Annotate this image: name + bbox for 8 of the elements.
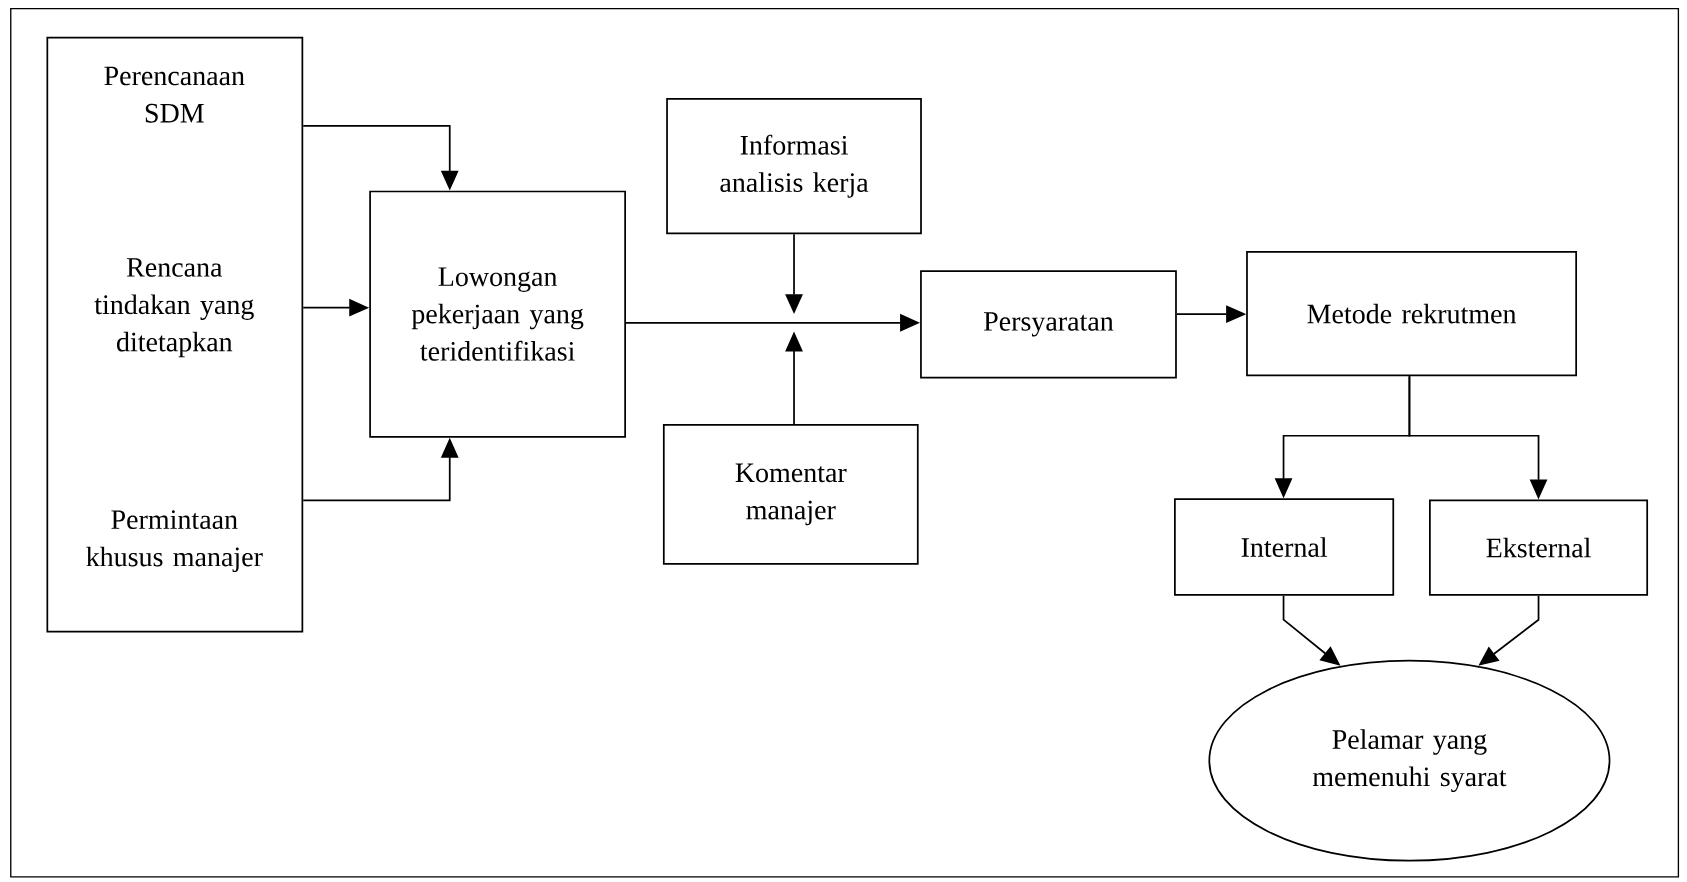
process-box: Eksternal	[1429, 499, 1649, 596]
text-box: Perencanaan SDM Rencana tindakan yang ditetapkan Permintaan khusus manajer	[46, 36, 304, 633]
process-box: Komentar manajer	[662, 424, 919, 565]
process-box: Persyaratan	[920, 270, 1177, 379]
process-box: Informasi analisis kerja	[666, 98, 922, 235]
process-box: Internal	[1174, 498, 1395, 596]
process-box: Lowongan pekerjaan yang teridentifikasi	[369, 190, 626, 438]
process-box: Metode rekrutmen	[1246, 250, 1578, 377]
